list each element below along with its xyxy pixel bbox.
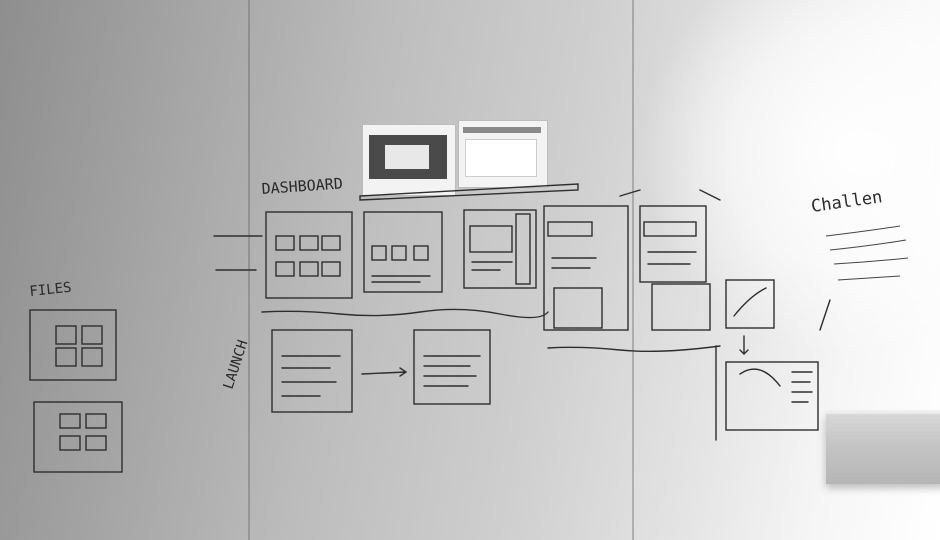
label-files: FILES [29,280,73,300]
marker-tray [826,414,940,484]
board-seam-right [632,0,634,540]
label-launch: LAUNCH [221,338,252,391]
label-challenge: Challen [810,187,884,217]
printout-right [458,120,548,188]
label-dashboard: DASHBOARD [261,174,343,198]
printout-left [362,124,456,196]
